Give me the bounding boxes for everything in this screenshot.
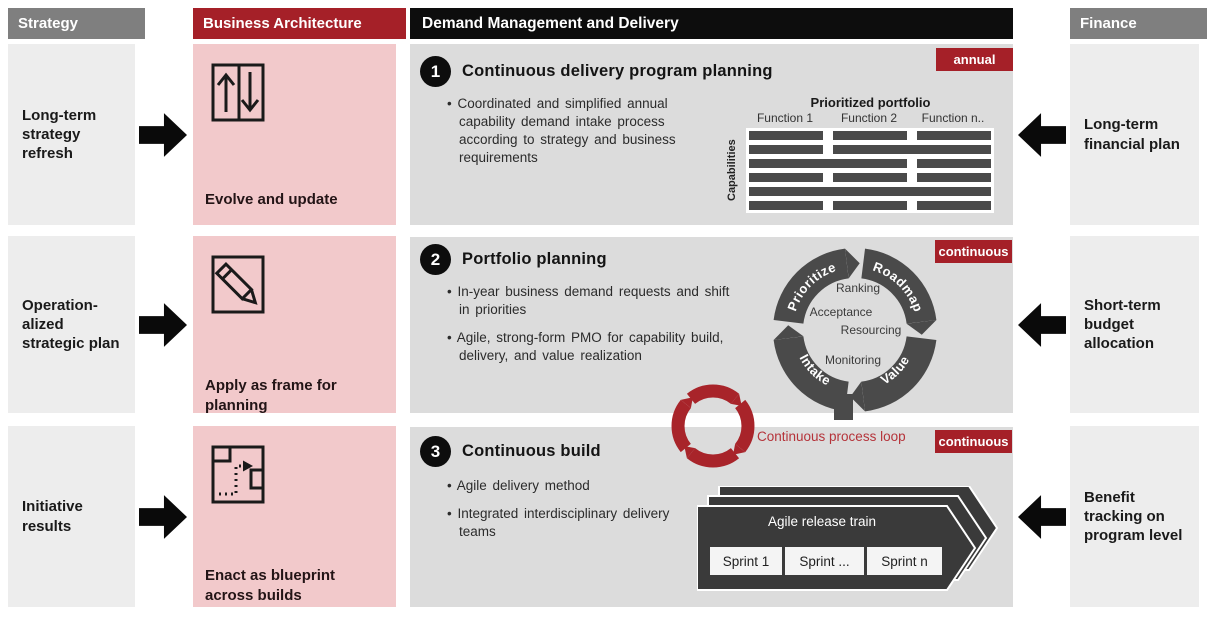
release-train-front-card: Agile release train Sprint 1 Sprint ... … bbox=[697, 506, 947, 590]
finance-item-box: Short-term budget allocation bbox=[1070, 236, 1199, 413]
section-2-number: 2 bbox=[420, 244, 451, 275]
capability-bar-row bbox=[749, 131, 991, 140]
pencil-icon bbox=[211, 255, 265, 314]
strategy-column-header: Strategy bbox=[8, 8, 145, 39]
strategy-item-box: Operation-alized strategic plan bbox=[8, 236, 135, 413]
finance-item-label: Long-term financial plan bbox=[1084, 116, 1180, 153]
section-1-number: 1 bbox=[420, 56, 451, 87]
sprint-cell: Sprint 1 bbox=[710, 547, 782, 575]
portfolio-chart-title: Prioritized portfolio bbox=[810, 95, 931, 110]
sprint-cell: Sprint n bbox=[867, 547, 942, 575]
continuous-loop-icon bbox=[671, 384, 755, 468]
business-architecture-label: Enact as blueprint across builds bbox=[205, 567, 336, 604]
capability-bar-row bbox=[749, 145, 991, 154]
capability-bar bbox=[917, 131, 991, 140]
capability-bar-row bbox=[749, 159, 991, 168]
left-arrow-icon bbox=[1018, 113, 1066, 157]
bullet-item: Agile delivery method bbox=[447, 477, 685, 495]
finance-item-label: Benefit tracking on program level bbox=[1084, 488, 1183, 545]
finance-column-header: Finance bbox=[1070, 8, 1207, 39]
portfolio-chart-column-labels: Function 1 Function 2 Function n.. bbox=[748, 111, 990, 125]
cycle-inner-step: Monitoring bbox=[824, 353, 882, 367]
section-2-badge: continuous bbox=[935, 240, 1012, 263]
continuous-loop-label: Continuous process loop bbox=[757, 429, 906, 444]
capability-bar bbox=[749, 159, 907, 168]
capability-bar bbox=[749, 145, 823, 154]
cycle-inner-step: Acceptance bbox=[809, 305, 873, 319]
capability-bar bbox=[917, 201, 991, 210]
capability-bar-row bbox=[749, 187, 991, 196]
bullet-item: Integrated interdisciplinary delivery te… bbox=[447, 505, 685, 541]
strategy-item-label: Operation-alized strategic plan bbox=[22, 296, 120, 353]
function-column-label: Function 2 bbox=[840, 111, 898, 125]
bullet-item: Coordinated and simplified annual capabi… bbox=[447, 95, 709, 167]
capability-bar bbox=[833, 201, 907, 210]
capability-bar bbox=[833, 131, 907, 140]
left-arrow-icon bbox=[1018, 303, 1066, 347]
section-3-badge: continuous bbox=[935, 430, 1012, 453]
section-3-number: 3 bbox=[420, 436, 451, 467]
business-architecture-label: Evolve and update bbox=[205, 191, 338, 208]
right-arrow-icon bbox=[139, 303, 187, 347]
section-2-title: Portfolio planning bbox=[462, 250, 607, 268]
section-1-bullets: Coordinated and simplified annual capabi… bbox=[447, 95, 709, 177]
finance-item-label: Short-term budget allocation bbox=[1084, 296, 1161, 353]
portfolio-chart-y-axis-label: Capabilities bbox=[726, 139, 738, 201]
capability-bar bbox=[917, 159, 991, 168]
strategy-item-box: Initiative results bbox=[8, 426, 135, 607]
capability-bar-row bbox=[749, 201, 991, 210]
cycle-inner-step: Ranking bbox=[835, 281, 881, 295]
capability-bar bbox=[749, 187, 991, 196]
business-architecture-box: Evolve and update bbox=[193, 44, 396, 225]
blueprint-route-icon bbox=[211, 445, 265, 504]
sprint-row: Sprint 1 Sprint ... Sprint n bbox=[710, 547, 942, 575]
bullet-item: Agile, strong-form PMO for capability bu… bbox=[447, 329, 745, 365]
business-architecture-box: Enact as blueprint across builds bbox=[193, 426, 396, 607]
cycle-inner-step: Resourcing bbox=[840, 323, 902, 337]
strategy-item-label: Long-term strategy refresh bbox=[22, 106, 97, 163]
right-arrow-icon bbox=[139, 113, 187, 157]
business-architecture-column-header: Business Architecture bbox=[193, 8, 406, 39]
section-3-title: Continuous build bbox=[462, 442, 601, 460]
finance-item-box: Benefit tracking on program level bbox=[1070, 426, 1199, 607]
strategy-item-label: Initiative results bbox=[22, 498, 83, 535]
section-1-title: Continuous delivery program planning bbox=[462, 62, 773, 80]
section-3-bullets: Agile delivery method Integrated interdi… bbox=[447, 477, 685, 551]
capability-bar bbox=[917, 173, 991, 182]
business-architecture-box: Apply as frame for planning bbox=[193, 236, 396, 414]
strategy-item-box: Long-term strategy refresh bbox=[8, 44, 135, 225]
release-train-title: Agile release train bbox=[767, 514, 877, 529]
business-architecture-label: Apply as frame for planning bbox=[205, 377, 337, 414]
left-arrow-icon bbox=[1018, 495, 1066, 539]
section-1-badge: annual bbox=[936, 48, 1013, 71]
capability-bar-row bbox=[749, 173, 991, 182]
bullet-item: In-year business demand requests and shi… bbox=[447, 283, 745, 319]
finance-item-box: Long-term financial plan bbox=[1070, 44, 1199, 225]
right-arrow-icon bbox=[139, 495, 187, 539]
capability-bar bbox=[749, 173, 823, 182]
function-column-label: Function n.. bbox=[921, 111, 985, 125]
cycle-ring-icon: Prioritize Roadmap Value Intake bbox=[773, 248, 937, 420]
capability-bar bbox=[749, 201, 823, 210]
capability-bar bbox=[833, 173, 907, 182]
capability-bar bbox=[749, 131, 823, 140]
function-column-label: Function 1 bbox=[756, 111, 814, 125]
section-2-bullets: In-year business demand requests and shi… bbox=[447, 283, 745, 375]
main-column-header: Demand Management and Delivery bbox=[410, 8, 1013, 39]
capability-bar bbox=[833, 145, 991, 154]
portfolio-cycle-diagram: Prioritize Roadmap Value Intake Ranking … bbox=[770, 246, 940, 422]
sprint-cell: Sprint ... bbox=[785, 547, 864, 575]
portfolio-bars-grid bbox=[746, 128, 994, 213]
evolve-arrows-icon bbox=[211, 63, 265, 122]
